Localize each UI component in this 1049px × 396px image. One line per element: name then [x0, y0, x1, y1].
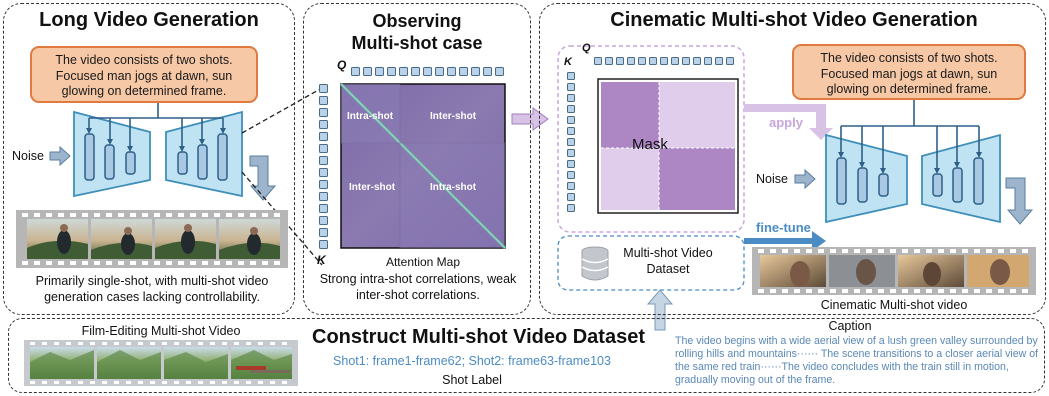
left-block [84, 133, 95, 181]
apply-arrow [744, 104, 833, 140]
right-panel-title: Cinematic Multi-shot Video Generation [610, 9, 978, 31]
caption-text: The video begins with a wide aerial view… [675, 335, 1039, 386]
middle-panel-title-line2: Multi-shot case [351, 33, 483, 53]
left-panel-caption: Primarily single-shot, with multi-shot v… [35, 274, 269, 304]
middle-panel [303, 3, 531, 315]
attention-map [339, 82, 507, 250]
attention-q-label: Q [337, 58, 347, 72]
bottom-film-strip [24, 340, 298, 386]
shot-info: Shot1: frame1-frame62; Shot2: frame63-fr… [333, 354, 611, 368]
left-block [177, 151, 188, 175]
left-panel [3, 3, 295, 315]
apply-label: apply [769, 115, 803, 130]
zoom-line-top [241, 87, 323, 134]
middle-panel-title-line1: Observing [372, 11, 462, 31]
output-video-label: Cinematic Multi-shot video [820, 298, 968, 312]
left-block [125, 151, 136, 175]
database-icon [581, 246, 609, 281]
right-text-prompt: The video consists of two shots. Focused… [792, 44, 1026, 100]
right-panel [539, 3, 1046, 315]
quadrant-top-left: Intra-shot [347, 111, 394, 122]
attention-k-label: K [317, 253, 326, 267]
left-block [217, 133, 228, 181]
right-unet [794, 100, 1034, 225]
left-text-prompt: The video consists of two shots. Focused… [30, 46, 258, 103]
left-noise-label: Noise [12, 149, 44, 163]
zoom-line-bottom [241, 171, 323, 266]
right-film-strip [752, 247, 1036, 295]
film-editing-label: Film-Editing Multi-shot Video [81, 324, 241, 338]
left-unet [49, 87, 323, 266]
left-film-strip [16, 210, 288, 268]
finetune-arrow [744, 231, 826, 251]
dataset-up-arrow [646, 289, 674, 331]
left-noise-arrow [49, 145, 71, 167]
quadrant-top-right: Inter-shot [430, 111, 477, 122]
bottom-panel [8, 318, 1045, 393]
mask-matrix [597, 78, 739, 214]
right-noise-label: Noise [756, 172, 788, 186]
middle-panel-caption: Strong intra-shot correlations, weak int… [319, 272, 517, 302]
mask-q-label: Q [582, 42, 591, 54]
mask-container [557, 45, 745, 233]
mask-label: Mask [632, 136, 668, 153]
mask-k-label: K [564, 56, 572, 68]
left-block [104, 144, 115, 180]
left-output-arrow [249, 155, 277, 201]
bottom-panel-title: Construct Multi-shot Video Dataset [312, 326, 645, 348]
left-panel-title: Long Video Generation [39, 9, 259, 31]
caption-title: Caption [828, 319, 872, 333]
dataset-label: Multi-shot Video Dataset [623, 246, 713, 276]
finetune-label: fine-tune [756, 220, 811, 235]
quadrant-bottom-right: Intra-shot [430, 182, 477, 193]
attention-map-label: Attention Map [385, 255, 461, 269]
left-block [197, 144, 208, 180]
shot-label: Shot Label [442, 373, 502, 387]
quadrant-bottom-left: Inter-shot [349, 182, 396, 193]
